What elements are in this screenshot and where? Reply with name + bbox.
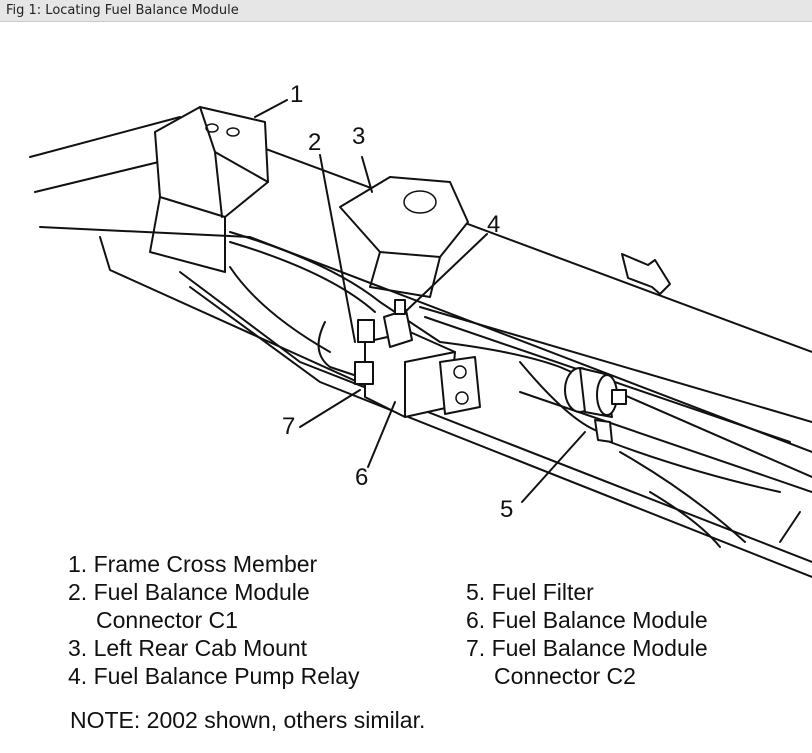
legend-item-7: 7. Fuel Balance Module [466,635,708,661]
figure-title: Fig 1: Locating Fuel Balance Module [6,3,239,18]
callout-7: 7 [282,413,295,440]
fuel-balance-module-diagram: 1 2 3 4 5 6 7 [29,81,812,578]
legend-item-6: 6. Fuel Balance Module [466,607,708,633]
fuel-filter [564,367,627,443]
legend-item-4: 4. Fuel Balance Pump Relay [68,663,360,689]
left-rear-cab-mount [339,176,469,298]
legend-right: 5. Fuel Filter 6. Fuel Balance Module 7.… [466,578,708,690]
direction-arrow-icon [621,253,671,295]
callout-5: 5 [500,496,513,523]
callout-2: 2 [308,129,321,156]
legend-item-2-continued: Connector C1 [96,607,238,633]
legend-item-7-continued: Connector C2 [494,663,636,689]
legend-item-3: 3. Left Rear Cab Mount [68,635,308,661]
legend-left: 1. Frame Cross Member 2. Fuel Balance Mo… [68,550,360,690]
callout-1: 1 [290,81,303,108]
fuel-balance-pump-relay [383,299,413,348]
frame-cross-member [149,106,269,273]
figure-title-bar: Fig 1: Locating Fuel Balance Module [0,0,812,22]
legend-item-5: 5. Fuel Filter [466,579,594,605]
fuel-balance-module [354,319,481,418]
legend-item-1: 1. Frame Cross Member [68,551,318,577]
callout-3: 3 [352,123,365,150]
fuel-lines [229,231,812,548]
callout-6: 6 [355,464,368,491]
legend-item-2: 2. Fuel Balance Module [68,579,310,605]
leader-lines [254,99,586,503]
diagram-note: NOTE: 2002 shown, others similar. [70,707,426,733]
callout-4: 4 [487,211,500,238]
